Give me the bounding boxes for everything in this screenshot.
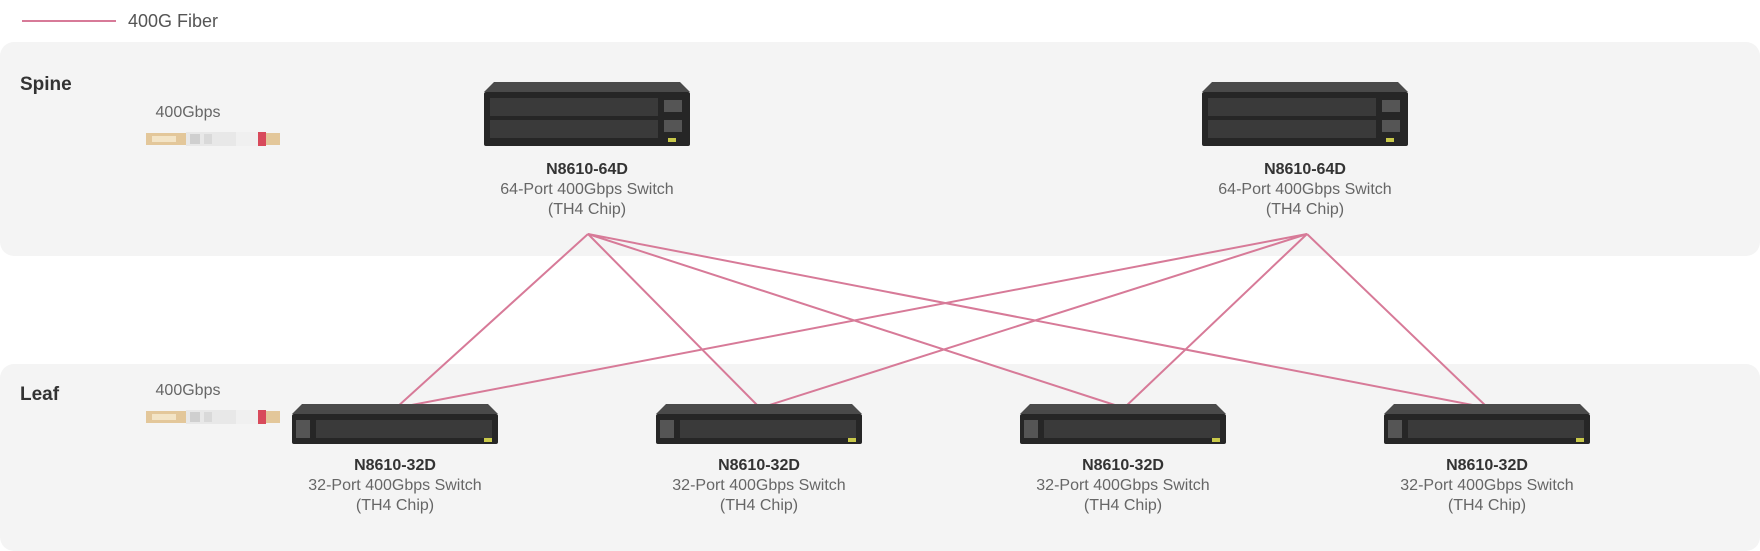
device-chip: (TH4 Chip) <box>1083 497 1163 514</box>
device-description: 32-Port 400Gbps Switch <box>308 477 482 494</box>
leaf-switch-1-icon <box>656 404 862 444</box>
leaf-switch-0-icon <box>292 404 498 444</box>
spine-device-1: N8610-64D 64-Port 400Gbps Switch (TH4 Ch… <box>1175 160 1435 220</box>
legend-fiber-line <box>22 20 116 22</box>
leaf-device-3: N8610-32D 32-Port 400Gbps Switch (TH4 Ch… <box>1357 456 1617 516</box>
device-chip: (TH4 Chip) <box>1447 497 1527 514</box>
spine-tier-band <box>0 42 1760 256</box>
device-model: N8610-32D <box>1446 457 1528 474</box>
device-model: N8610-32D <box>354 457 436 474</box>
device-description: 32-Port 400Gbps Switch <box>672 477 846 494</box>
device-model: N8610-32D <box>1082 457 1164 474</box>
leaf-switch-2-icon <box>1020 404 1226 444</box>
leaf-device-2: N8610-32D 32-Port 400Gbps Switch (TH4 Ch… <box>993 456 1253 516</box>
legend-label: 400G Fiber <box>128 10 219 31</box>
fiber-link-spine-1-leaf-0 <box>395 233 1308 409</box>
legend: 400G Fiber <box>22 8 218 34</box>
device-description: 64-Port 400Gbps Switch <box>1218 181 1392 198</box>
device-model: N8610-64D <box>1264 161 1346 178</box>
device-chip: (TH4 Chip) <box>355 497 435 514</box>
leaf-tier-band <box>0 364 1760 551</box>
leaf-switch-3-icon <box>1384 404 1590 444</box>
device-description: 32-Port 400Gbps Switch <box>1400 477 1574 494</box>
device-description: 32-Port 400Gbps Switch <box>1036 477 1210 494</box>
fiber-link-spine-0-leaf-1 <box>587 233 761 409</box>
leaf-tier-label: Leaf <box>20 384 60 405</box>
spine-speed-label: 400Gbps <box>155 104 221 121</box>
device-description: 64-Port 400Gbps Switch <box>500 181 674 198</box>
spine-device-0: N8610-64D 64-Port 400Gbps Switch (TH4 Ch… <box>457 160 717 220</box>
fiber-link-spine-1-leaf-2 <box>1123 233 1308 409</box>
leaf-device-0: N8610-32D 32-Port 400Gbps Switch (TH4 Ch… <box>265 456 525 516</box>
spine-switch-1-icon <box>1202 82 1408 146</box>
fiber-link-spine-0-leaf-3 <box>587 233 1489 409</box>
spine-switch-0-icon <box>484 82 690 146</box>
device-chip: (TH4 Chip) <box>1265 201 1345 218</box>
device-model: N8610-32D <box>718 457 800 474</box>
fiber-link-spine-1-leaf-3 <box>1306 233 1489 409</box>
leaf-device-1: N8610-32D 32-Port 400Gbps Switch (TH4 Ch… <box>629 456 889 516</box>
device-chip: (TH4 Chip) <box>547 201 627 218</box>
device-model: N8610-64D <box>546 161 628 178</box>
fiber-link-spine-0-leaf-0 <box>395 233 589 409</box>
leaf-transceiver-icon <box>146 410 280 424</box>
leaf-speed-label: 400Gbps <box>155 382 221 399</box>
device-chip: (TH4 Chip) <box>719 497 799 514</box>
fiber-link-spine-1-leaf-1 <box>759 233 1308 409</box>
spine-transceiver-icon <box>146 132 280 146</box>
spine-tier-label: Spine <box>20 74 72 95</box>
